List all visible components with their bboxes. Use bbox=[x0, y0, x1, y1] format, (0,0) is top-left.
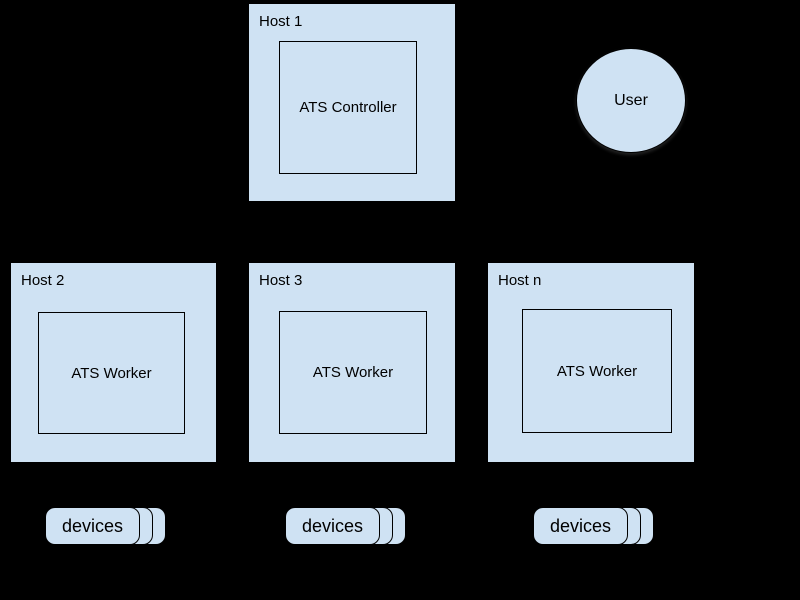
ats-worker-box-1: ATS Worker bbox=[38, 312, 185, 434]
hostn-label: Host n bbox=[498, 272, 542, 289]
devices-label-3: devices bbox=[549, 515, 612, 536]
devices-label-2: devices bbox=[301, 515, 364, 536]
host1-label: Host 1 bbox=[259, 13, 303, 30]
devices-stack-2: devices bbox=[285, 507, 406, 545]
ats-controller-box: ATS Controller bbox=[279, 41, 417, 174]
ats-worker-label-n: ATS Worker bbox=[556, 362, 638, 380]
user-circle: User bbox=[576, 48, 686, 153]
user-label: User bbox=[614, 91, 648, 109]
devices-stack-3: devices bbox=[533, 507, 654, 545]
host2-label: Host 2 bbox=[21, 272, 65, 289]
devices-card-front: devices bbox=[285, 507, 380, 545]
ats-worker-box-n: ATS Worker bbox=[522, 309, 672, 433]
ats-controller-label: ATS Controller bbox=[299, 99, 397, 116]
ats-worker-label-2: ATS Worker bbox=[312, 364, 394, 381]
devices-card-front: devices bbox=[533, 507, 628, 545]
host2-box: Host 2 ATS Worker bbox=[10, 262, 217, 463]
devices-stack-1: devices bbox=[45, 507, 166, 545]
ats-worker-label-1: ATS Worker bbox=[71, 364, 152, 382]
hostn-box: Host n ATS Worker bbox=[487, 262, 695, 463]
host3-label: Host 3 bbox=[259, 272, 303, 289]
devices-card-front: devices bbox=[45, 507, 140, 545]
devices-label-1: devices bbox=[61, 515, 124, 536]
host1-box: Host 1 ATS Controller bbox=[248, 3, 456, 202]
host3-box: Host 3 ATS Worker bbox=[248, 262, 456, 463]
ats-worker-box-2: ATS Worker bbox=[279, 311, 427, 434]
